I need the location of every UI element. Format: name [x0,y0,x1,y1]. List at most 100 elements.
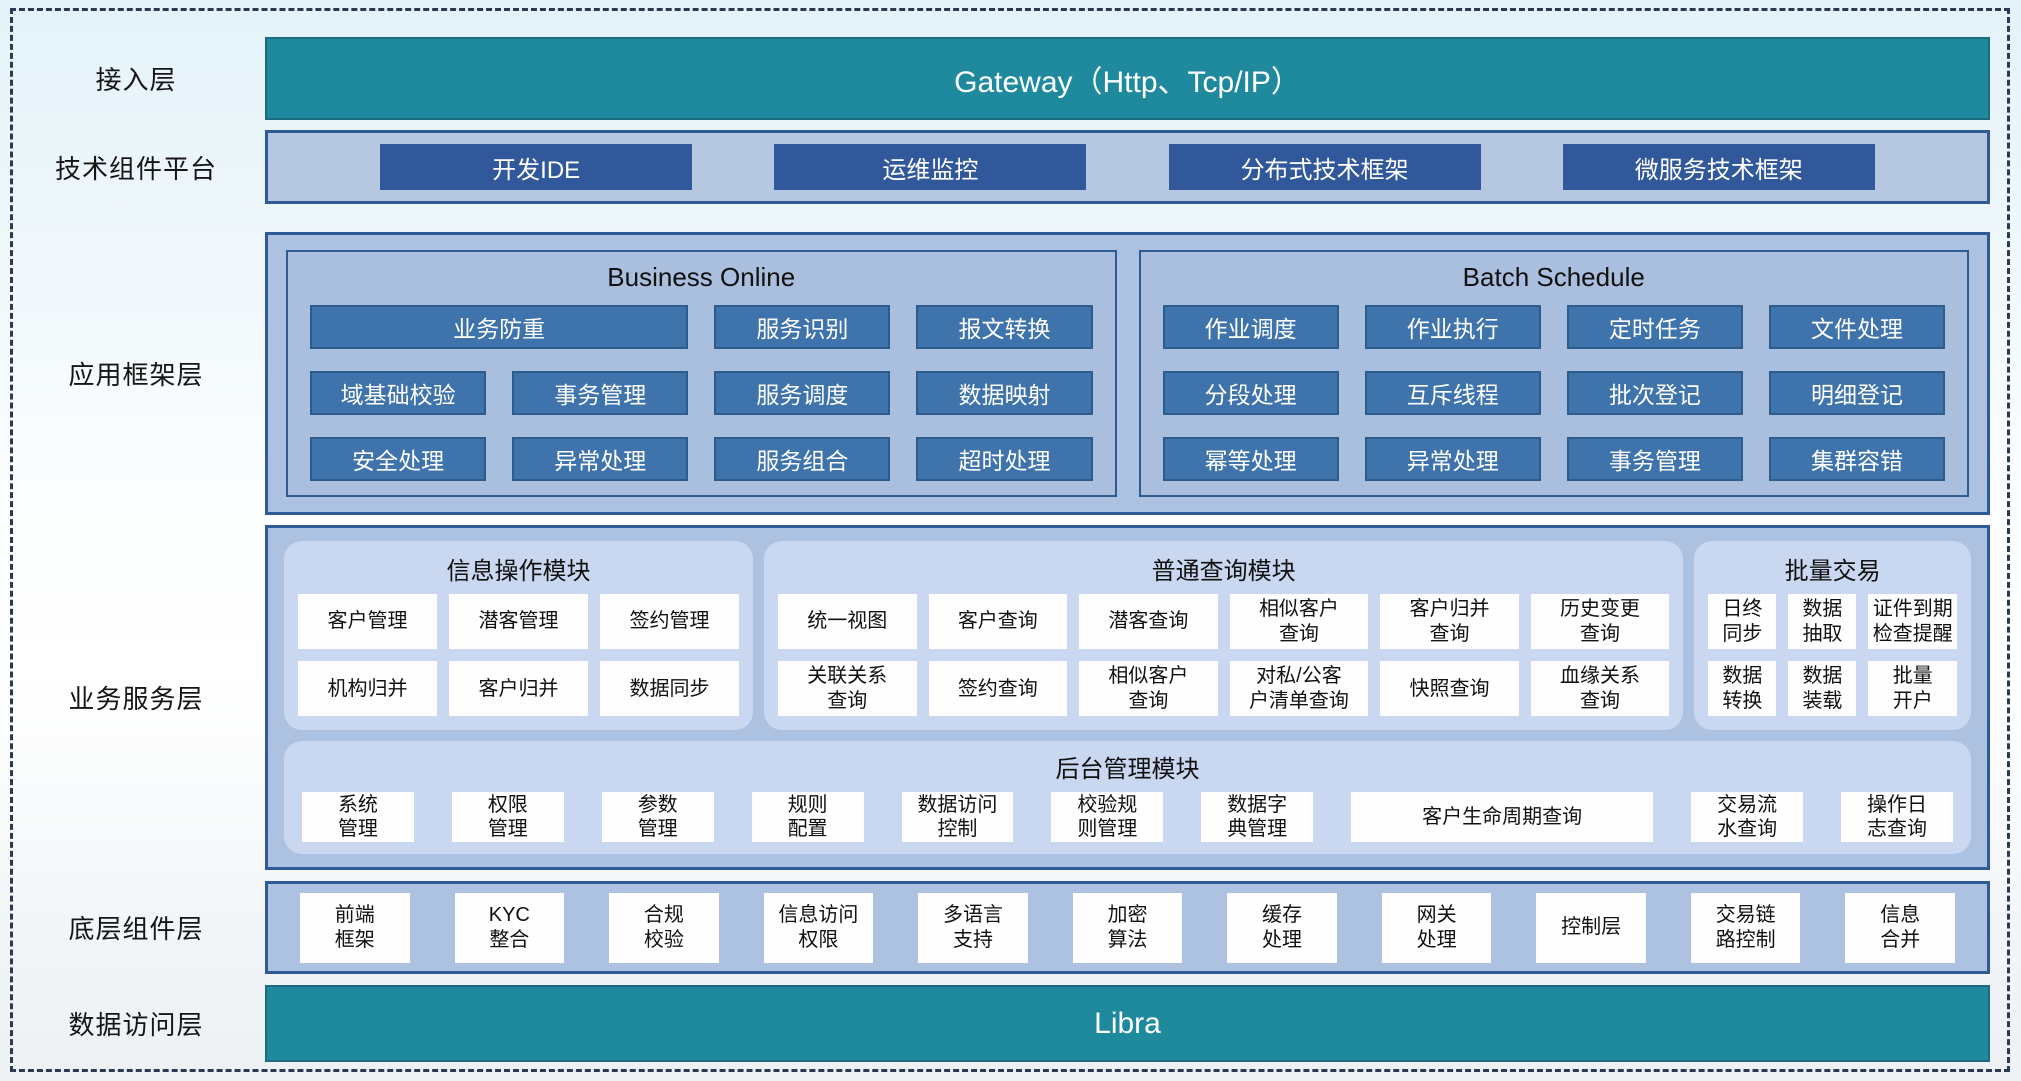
info-operation-item: 机构归并 [298,661,437,717]
admin-module-panel: 后台管理模块 系统 管理 权限 管理 参数 管理 规则 配置 数据访问 控制 校… [284,741,1971,854]
layer-label-app-framework: 应用框架层 [68,360,204,390]
info-operation-item: 潜客管理 [448,594,588,650]
common-query-panel: 普通查询模块 统一视图 客户查询 潜客查询 相似客户 查询 客户归并 查询 历史… [763,541,1684,731]
batch-schedule-item: 作业执行 [1364,305,1541,349]
common-query-title: 普通查询模块 [1151,558,1296,585]
bottom-component-item: 网关 处理 [1381,892,1492,963]
batch-schedule-item: 集群容错 [1768,437,1945,481]
bottom-component-item: 前端 框架 [300,892,410,963]
common-query-item: 签约查询 [928,661,1068,717]
common-query-item: 客户归并 查询 [1380,594,1519,650]
batch-schedule-item: 明细登记 [1768,371,1945,415]
tech-platform-item: 运维监控 [774,144,1087,190]
admin-module-item: 参数 管理 [601,792,714,842]
business-service-top-panels: 信息操作模块 客户管理 潜客管理 签约管理 机构归并 客户归并 数据同步 普通查… [284,541,1971,731]
admin-module-item: 数据字 典管理 [1201,792,1314,842]
business-service-container: 信息操作模块 客户管理 潜客管理 签约管理 机构归并 客户归并 数据同步 普通查… [265,525,1990,870]
batch-trade-item: 批量 开户 [1868,661,1957,717]
tech-platform-item: 开发IDE [380,144,693,190]
batch-trade-title: 批量交易 [1784,558,1881,585]
layer-label-access: 接入层 [95,65,177,95]
batch-schedule-item: 分段处理 [1162,371,1339,415]
tech-platform-item: 分布式技术框架 [1168,144,1481,190]
bottom-component-item: 交易链 路控制 [1690,892,1801,963]
common-query-item: 对私/公客 户清单查询 [1229,661,1369,717]
bottom-component-item: KYC 整合 [454,892,565,963]
business-online-title: Business Online [607,262,796,292]
business-online-item: 报文转换 [916,305,1093,349]
admin-module-item: 交易流 水查询 [1691,792,1804,842]
libra-bar: Libra [265,985,1990,1062]
business-online-item: 业务防重 [310,305,689,349]
common-query-item: 统一视图 [777,594,917,650]
common-query-item: 潜客查询 [1079,594,1218,650]
batch-trade-item: 数据 装载 [1788,661,1857,717]
info-operation-panel: 信息操作模块 客户管理 潜客管理 签约管理 机构归并 客户归并 数据同步 [284,541,753,731]
layer-label-bottom-components: 底层组件层 [68,914,204,944]
info-operation-item: 数据同步 [599,661,739,717]
business-online-item: 数据映射 [916,371,1093,415]
common-query-item: 历史变更 查询 [1530,594,1670,650]
admin-module-grid: 系统 管理 权限 管理 参数 管理 规则 配置 数据访问 控制 校验规 则管理 … [302,792,1953,842]
admin-module-item: 校验规 则管理 [1051,792,1164,842]
batch-trade-item: 数据 转换 [1708,661,1777,717]
tech-platform-container: 开发IDE 运维监控 分布式技术框架 微服务技术框架 [265,130,1990,204]
layer-label-data-access: 数据访问层 [68,1010,204,1040]
batch-schedule-item: 幂等处理 [1162,437,1339,481]
admin-module-item: 操作日 志查询 [1841,792,1953,842]
info-operation-item: 签约管理 [599,594,739,650]
bottom-component-item: 控制层 [1536,892,1646,963]
bottom-component-item: 信息 合并 [1845,892,1956,963]
business-online-item: 超时处理 [916,437,1093,481]
admin-module-item: 规则 配置 [751,792,864,842]
common-query-item: 相似客户 查询 [1229,594,1369,650]
batch-trade-item: 证件到期 检查提醒 [1868,594,1957,650]
business-online-grid: 业务防重 服务识别 报文转换 域基础校验 事务管理 服务调度 数据映射 安全处理… [310,305,1093,481]
admin-module-item: 系统 管理 [302,792,414,842]
business-online-item: 异常处理 [512,437,689,481]
info-operation-item: 客户管理 [298,594,437,650]
admin-module-item: 权限 管理 [451,792,564,842]
bottom-component-item: 合规 校验 [609,892,719,963]
gateway-bar: Gateway（Http、Tcp/IP） [265,37,1990,120]
batch-schedule-item: 作业调度 [1162,305,1339,349]
business-online-item: 服务调度 [714,371,891,415]
layer-label-tech-platform: 技术组件平台 [54,153,217,184]
business-online-item: 域基础校验 [310,371,487,415]
business-online-item: 事务管理 [512,371,689,415]
common-query-grid: 统一视图 客户查询 潜客查询 相似客户 查询 客户归并 查询 历史变更 查询 关… [777,594,1670,717]
business-online-box: Business Online 业务防重 服务识别 报文转换 域基础校验 事务管… [286,250,1117,497]
common-query-item: 血缘关系 查询 [1530,661,1670,717]
common-query-item: 客户查询 [928,594,1068,650]
batch-trade-grid: 日终 同步 数据 抽取 证件到期 检查提醒 数据 转换 数据 装载 批量 开户 [1708,594,1957,717]
batch-trade-panel: 批量交易 日终 同步 数据 抽取 证件到期 检查提醒 数据 转换 数据 装载 批… [1694,541,1971,731]
batch-schedule-item: 文件处理 [1768,305,1945,349]
info-operation-item: 客户归并 [448,661,588,717]
libra-bar-text: Libra [1094,1006,1161,1040]
info-operation-grid: 客户管理 潜客管理 签约管理 机构归并 客户归并 数据同步 [298,594,739,717]
common-query-item: 快照查询 [1380,661,1519,717]
admin-module-item: 客户生命周期查询 [1351,792,1654,842]
batch-schedule-item: 互斥线程 [1364,371,1541,415]
bottom-component-item: 缓存 处理 [1227,892,1337,963]
tech-platform-item: 微服务技术框架 [1562,144,1875,190]
batch-schedule-title: Batch Schedule [1462,262,1645,292]
app-framework-container: Business Online 业务防重 服务识别 报文转换 域基础校验 事务管… [265,232,1990,515]
gateway-bar-text: Gateway（Http、Tcp/IP） [954,65,1301,99]
batch-trade-item: 日终 同步 [1708,594,1777,650]
common-query-item: 相似客户 查询 [1079,661,1218,717]
bottom-components-container: 前端 框架 KYC 整合 合规 校验 信息访问 权限 多语言 支持 加密 算法 … [265,881,1990,974]
info-operation-title: 信息操作模块 [446,558,591,585]
batch-schedule-grid: 作业调度 作业执行 定时任务 文件处理 分段处理 互斥线程 批次登记 明细登记 … [1162,305,1945,481]
business-online-item: 安全处理 [310,437,487,481]
layer-label-business-service: 业务服务层 [68,684,204,714]
business-online-item: 服务识别 [714,305,891,349]
bottom-component-item: 信息访问 权限 [763,892,874,963]
bottom-component-item: 多语言 支持 [918,892,1028,963]
batch-schedule-item: 事务管理 [1566,437,1743,481]
batch-trade-item: 数据 抽取 [1788,594,1857,650]
batch-schedule-item: 异常处理 [1364,437,1541,481]
common-query-item: 关联关系 查询 [777,661,917,717]
bottom-component-item: 加密 算法 [1072,892,1183,963]
